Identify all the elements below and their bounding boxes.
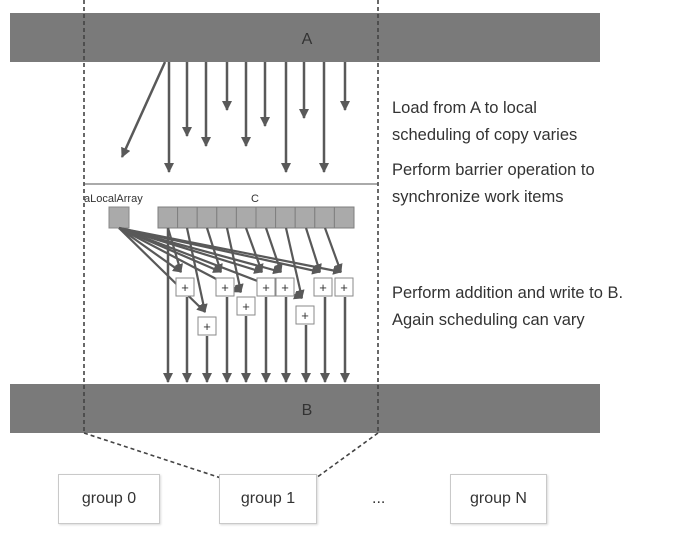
adder-plus-label: + [281,280,289,295]
add-note-line2: Again scheduling can vary [392,311,585,329]
c-array-cell [235,206,257,229]
buffer-a-label: A [302,31,313,48]
adder-plus-label: + [221,280,229,295]
adder-box: + [197,316,217,336]
local-array-label: aLocalArray [84,193,143,205]
load-arrows [120,61,350,173]
c-array-cell [157,206,179,229]
adder-plus-label: + [262,280,270,295]
barrier-note-line1: Perform barrier operation to [392,161,595,179]
c-array-cell [196,206,218,229]
group-box-1: group 1 [219,474,317,524]
add-note: Perform addition and write to B. Again s… [392,280,623,334]
c-array-cell [333,206,355,229]
adder-plus-label: + [181,280,189,295]
adder-box: + [313,277,333,297]
adder-box: + [175,277,195,297]
c-array-cell [294,206,316,229]
c-array-cell [275,206,296,229]
c-array-cell [314,206,335,229]
adder-plus-label: + [301,308,309,323]
load-arrow [120,61,167,158]
workgroup-right-funnel [315,432,379,479]
local-array-cell [108,206,130,229]
load-note-line2: scheduling of copy varies [392,126,578,144]
barrier-note: Perform barrier operation to synchronize… [392,157,595,211]
adders: + + + + + + + + + [175,277,354,336]
c-array-cell [255,206,277,229]
buffer-b-label: B [302,402,313,419]
adder-box: + [256,277,276,297]
adder-box: + [295,305,315,325]
load-note: Load from A to local scheduling of copy … [392,95,577,149]
adder-box: + [334,277,354,297]
adder-plus-label: + [340,280,348,295]
buffer-a-bar [10,13,600,62]
c-array-cell [216,206,237,229]
group-box-n: group N [450,474,547,524]
write-arrows [163,228,350,383]
broadcast-arrows [118,226,342,313]
workgroup-left-funnel [83,432,222,479]
adder-plus-label: + [319,280,327,295]
groups-ellipsis: ... [372,490,386,507]
c-array-cell [177,206,198,229]
c-array [157,206,355,229]
c-array-label: C [251,193,259,205]
c-feed-arrows [166,227,343,313]
adder-plus-label: + [203,319,211,334]
adder-plus-label: + [242,299,250,314]
buffer-b-bar [10,384,600,433]
group-box-0: group 0 [58,474,160,524]
barrier-note-line2: synchronize work items [392,188,564,206]
add-note-line1: Perform addition and write to B. [392,284,624,302]
load-note-line1: Load from A to local [392,99,537,117]
adder-box: + [275,277,295,297]
adder-box: + [215,277,235,297]
adder-box: + [236,296,256,316]
